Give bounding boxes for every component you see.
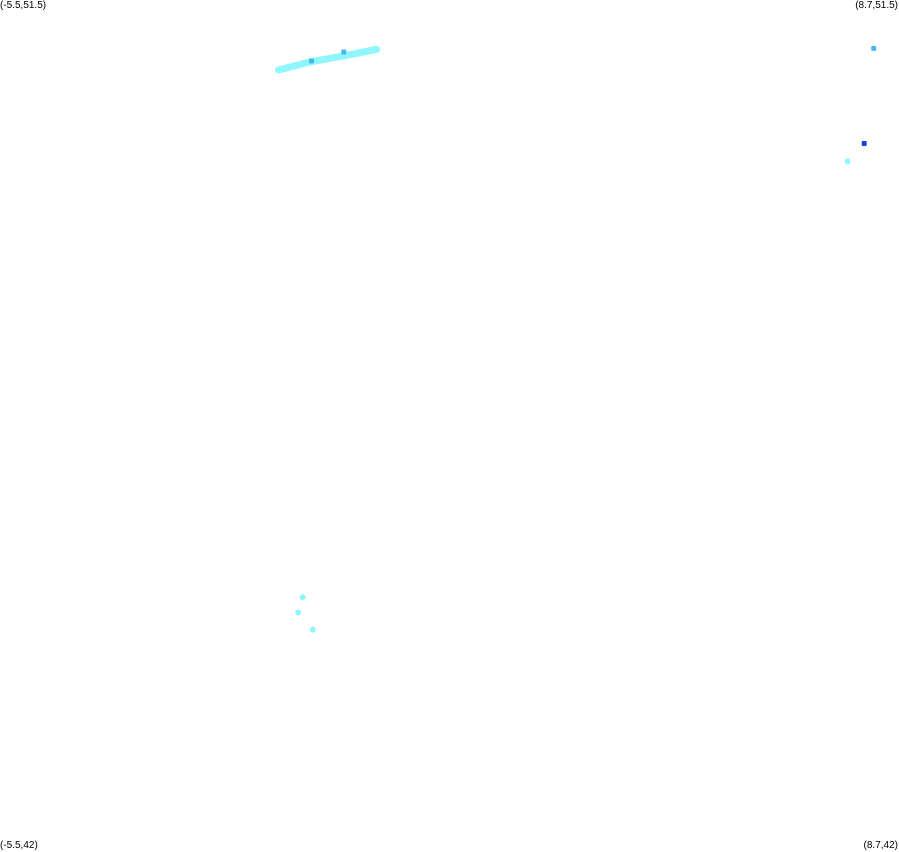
data-point-medium <box>871 45 877 51</box>
data-point-medium <box>341 49 347 55</box>
streak-feature <box>275 45 381 74</box>
data-point-light <box>844 158 851 165</box>
corner-label-bottom-right: (8.7,42) <box>863 840 898 851</box>
data-point-light <box>309 626 316 633</box>
data-point-medium <box>309 58 314 64</box>
data-point-dark <box>861 141 867 146</box>
data-point-light <box>295 609 302 616</box>
features-layer <box>275 45 877 633</box>
corner-label-bottom-left: (-5.5,42) <box>0 840 38 851</box>
corner-label-top-left: (-5.5,51.5) <box>0 0 47 11</box>
data-point-light <box>299 594 306 601</box>
corner-label-top-right: (8.7,51.5) <box>855 0 898 11</box>
